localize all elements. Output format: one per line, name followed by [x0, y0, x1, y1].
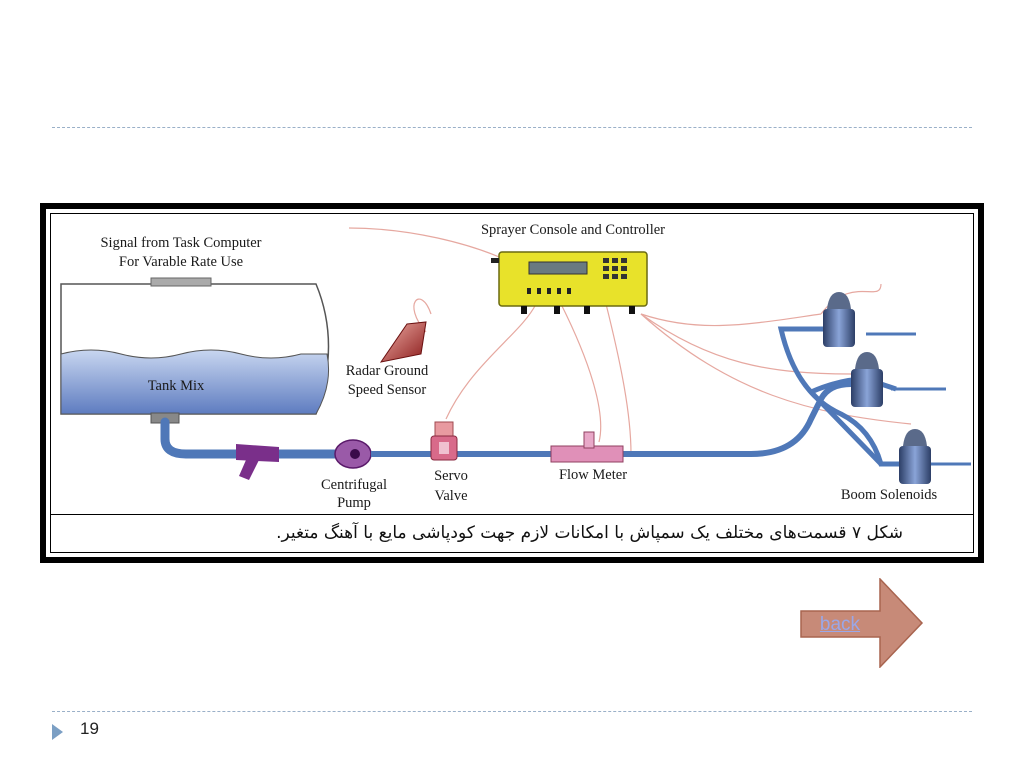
- label-pump-line1: Centrifugal: [321, 477, 387, 493]
- figure-panel: Signal from Task Computer For Varable Ra…: [50, 213, 974, 553]
- figure-border: Signal from Task Computer For Varable Ra…: [46, 209, 978, 557]
- label-valve-line1: Servo: [434, 468, 468, 484]
- label-tank: Tank Mix: [148, 378, 205, 394]
- sprayer-console: [491, 251, 648, 314]
- strainer: [236, 444, 279, 480]
- label-console: Sprayer Console and Controller: [481, 222, 665, 238]
- slide-marker-icon: [52, 724, 63, 740]
- sprayer-system-diagram: Signal from Task Computer For Varable Ra…: [60, 222, 971, 511]
- boom-solenoid-1: [823, 292, 855, 347]
- servo-valve: [430, 421, 458, 461]
- boom-solenoid-3: [899, 429, 931, 484]
- label-flow-meter: Flow Meter: [559, 467, 627, 483]
- flow-meter: [550, 431, 624, 463]
- top-divider: [52, 127, 972, 128]
- radar-speed-sensor: [379, 321, 427, 363]
- figure-frame: Signal from Task Computer For Varable Ra…: [40, 203, 984, 563]
- label-signal-line2: For Varable Rate Use: [119, 254, 243, 270]
- label-pump-line2: Pump: [337, 495, 371, 511]
- main-pipe: [371, 381, 852, 457]
- boom-solenoid-2: [851, 352, 883, 407]
- label-signal-line1: Signal from Task Computer: [100, 235, 261, 251]
- label-valve-line2: Valve: [434, 488, 467, 504]
- figure-caption-bar: شکل ۷ قسمت‌های مختلف یک سمپاش با امکانات…: [51, 514, 973, 552]
- label-radar-line1: Radar Ground: [346, 363, 429, 379]
- back-link[interactable]: back: [819, 614, 861, 635]
- page-number: 19: [80, 719, 99, 738]
- label-radar-line2: Speed Sensor: [348, 382, 427, 398]
- right-arrow-icon[interactable]: [800, 578, 924, 668]
- control-wires: [348, 227, 912, 455]
- label-boom-solenoids: Boom Solenoids: [841, 487, 938, 503]
- centrifugal-pump: [334, 439, 372, 469]
- figure-caption: شکل ۷ قسمت‌های مختلف یک سمپاش با امکانات…: [276, 523, 903, 543]
- tank: [60, 277, 330, 424]
- tank-outlet-pipe: [160, 417, 356, 459]
- bottom-divider: [52, 711, 972, 712]
